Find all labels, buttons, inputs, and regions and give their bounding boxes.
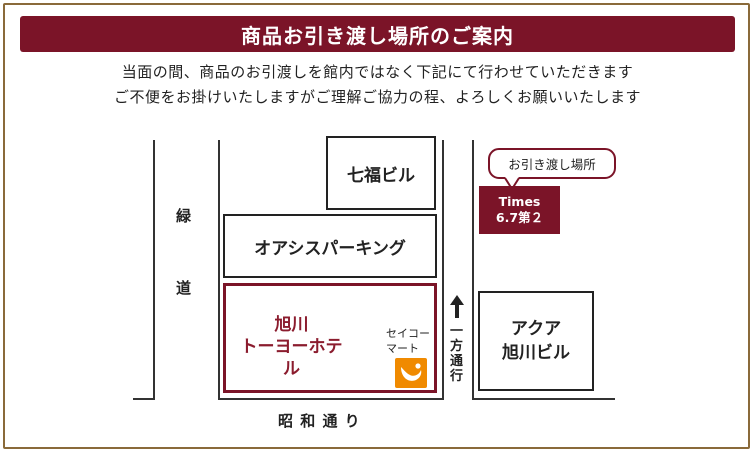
page-title: 商品お引き渡し場所のご案内 <box>20 16 735 52</box>
building-aqua-asahikawa: アクア 旭川ビル <box>478 291 594 391</box>
street-label-showa: 昭 和 通 り <box>278 412 361 430</box>
street-label-one-way: 一方通行 <box>450 324 464 384</box>
hotel-name-line-2: トーヨーホテル <box>240 337 343 379</box>
street-label-midori: 緑 <box>176 207 192 225</box>
road-line-left-inner <box>218 140 220 399</box>
building-oasis-parking-label: オアシスパーキング <box>254 238 406 259</box>
notice-line-2: ご不便をお掛けいたしますがご理解ご協力の程、よろしくお願いいたします <box>113 88 641 106</box>
hotel-name-line-1: 旭川 <box>274 315 309 335</box>
seicomart-label-line-2: マート <box>386 342 419 355</box>
road-line-mid-left <box>442 140 444 400</box>
building-toyo-hotel: 旭川 トーヨーホテル セイコー マート <box>223 283 437 393</box>
road-line-bottom-block <box>218 398 444 400</box>
road-line-bottom-left <box>133 398 155 400</box>
seicomart-label-line-1: セイコー <box>386 327 430 340</box>
pickup-callout-text: お引き渡し場所 <box>508 157 596 172</box>
pickup-location-line-2: 6.7第２ <box>495 210 544 225</box>
up-arrow-icon <box>449 294 465 320</box>
building-aqua-label-line-1: アクア <box>510 319 562 339</box>
pickup-location-times: Times 6.7第２ <box>479 186 560 234</box>
building-aqua-label-line-2: 旭川ビル <box>502 343 570 363</box>
pickup-callout: お引き渡し場所 <box>488 148 616 179</box>
road-line-mid-right <box>472 140 474 400</box>
road-line-left-outer <box>153 140 155 399</box>
street-label-dori: 道 <box>176 279 192 297</box>
building-shichifuku: 七福ビル <box>326 136 436 210</box>
seicomart-logo-icon <box>395 358 427 388</box>
building-shichifuku-label: 七福ビル <box>347 165 415 186</box>
road-line-bottom-right <box>472 398 615 400</box>
pickup-location-line-1: Times <box>498 194 541 209</box>
page-frame <box>3 3 750 449</box>
notice-line-1: 当面の間、商品のお引渡しを館内ではなく下記にて行わせていただきます <box>121 63 634 81</box>
building-oasis-parking: オアシスパーキング <box>223 214 437 278</box>
